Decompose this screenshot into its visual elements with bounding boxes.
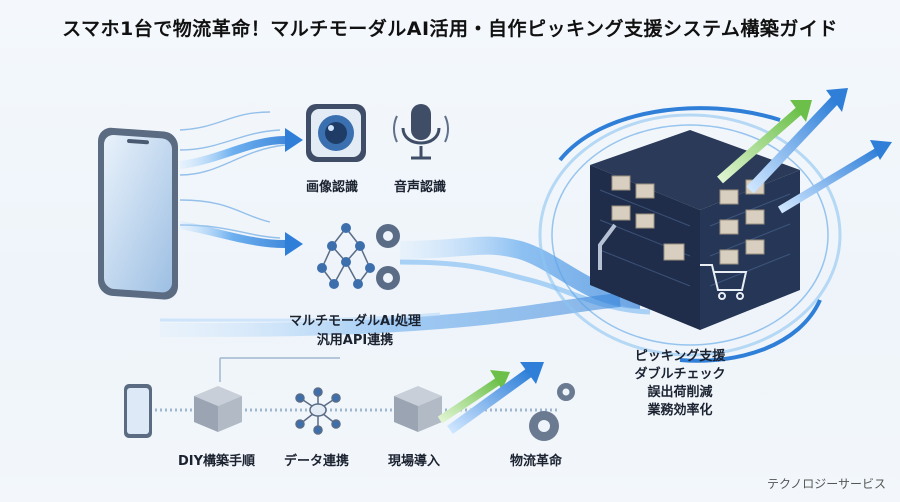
robot-arm-icon: [598, 223, 617, 270]
benefit-item: 誤出荷削減: [647, 385, 713, 400]
data-stream: [159, 236, 651, 337]
benefits-list: ピッキング支援 ダブルチェック 誤出荷削減 業務効率化: [620, 348, 740, 420]
neural-network-icon: [317, 223, 375, 289]
step-diy-label: DIY構築手順: [178, 454, 256, 469]
data-flow-lines: [179, 111, 286, 239]
bottom-growth-arrows-icon: [437, 362, 544, 435]
swirl-ring: [538, 106, 842, 363]
benefit-item: ピッキング支援: [634, 349, 726, 364]
step-deploy-label: 現場導入: [388, 454, 441, 469]
flow-arrow-to-recognition: [179, 128, 303, 169]
voice-recognition-label: 音声認識: [394, 180, 447, 195]
smartphone-icon: [98, 127, 178, 300]
image-recognition-label: 画像認識: [306, 180, 359, 195]
step-data-link-label: データ連携: [284, 454, 350, 469]
ai-processing-line2: 汎用API連携: [316, 333, 394, 348]
microphone-icon: [393, 104, 449, 160]
warehouse-illustration: [590, 130, 800, 330]
flow-arrow-to-ai: [179, 221, 303, 256]
benefit-item: ダブルチェック: [634, 367, 726, 382]
box-icon: [194, 386, 242, 432]
box-icon-2: [394, 386, 442, 432]
ai-processing-label: マルチモーダルAI処理 汎用API連携: [285, 310, 425, 348]
benefit-item: 業務効率化: [647, 403, 713, 418]
brand-watermark: テクノロジーサービス: [766, 477, 886, 491]
growth-arrows-icon: [717, 88, 892, 214]
process-track: [150, 357, 560, 412]
data-link-icon: [295, 387, 341, 435]
page-title: スマホ1台で物流革命！マルチモーダルAI活用・自作ピッキング支援システム構築ガイ…: [62, 18, 838, 40]
step-revolution-label: 物流革命: [510, 454, 563, 469]
ai-processing-line1: マルチモーダルAI処理: [289, 314, 421, 329]
gear-icon-bottom: [529, 383, 575, 441]
cart-icon: [700, 264, 748, 300]
gear-icon: [376, 224, 400, 290]
camera-icon: [306, 104, 366, 162]
small-phone-icon: [124, 384, 152, 438]
